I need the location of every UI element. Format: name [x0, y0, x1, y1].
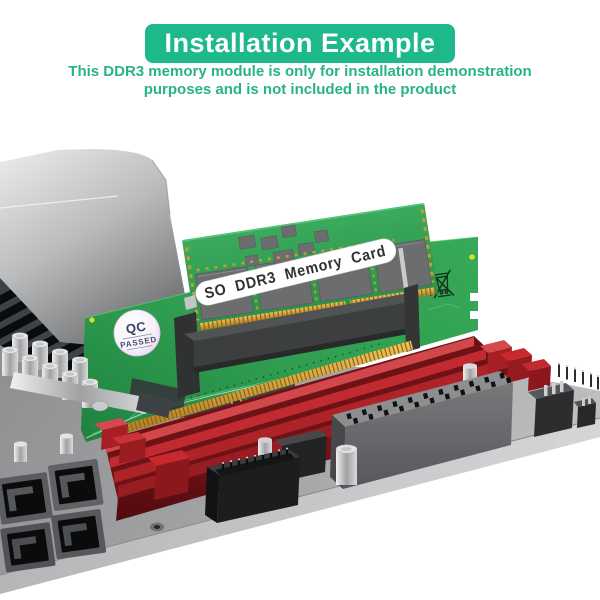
led-dot-left	[89, 317, 95, 323]
atx-pin-hole	[368, 413, 374, 420]
module-latch-right	[398, 247, 409, 291]
atx-pin-hole	[475, 385, 481, 392]
small-capacitors	[14, 433, 73, 462]
aluminum-heatsink-bar	[10, 372, 172, 418]
usb-pin-tip	[245, 456, 249, 459]
usb-pin-tip	[253, 454, 257, 457]
io-shroud	[0, 149, 192, 348]
atx-pin-hole	[407, 396, 414, 404]
atx-pin-hole	[361, 408, 368, 416]
usb-pin-tip	[237, 458, 241, 461]
mounting-hole	[150, 522, 164, 532]
sata-port	[47, 459, 104, 512]
atx-pin-hole	[468, 380, 475, 387]
adapter-gold-edge	[101, 340, 414, 440]
usb-pin	[245, 457, 249, 466]
header-pin-tip	[596, 375, 600, 377]
page-title: Installation Example	[164, 28, 436, 58]
usb-pin	[285, 448, 289, 456]
usb-pin-tip	[277, 449, 281, 452]
gold-pads	[185, 209, 435, 321]
usb-header-pins	[221, 447, 289, 471]
header-pin-tip	[565, 365, 569, 367]
capacitor-vent	[5, 348, 15, 352]
capacitor-vent	[35, 342, 45, 346]
usb-pin-tip	[285, 447, 289, 450]
so-dimm-socket	[174, 284, 420, 398]
atx-pin-hole	[352, 417, 359, 424]
disclaimer-text: This DDR3 memory module is only for inst…	[0, 63, 600, 99]
disclaimer-line1: This DDR3 memory module is only for inst…	[68, 63, 532, 80]
header-pin-tip	[589, 372, 593, 375]
atx-pin-hole	[444, 393, 451, 400]
atx-pin-hole	[383, 409, 389, 416]
qc-sticker-top: QC	[125, 318, 148, 336]
header-pin-tip	[573, 367, 577, 370]
sata-port	[50, 509, 107, 560]
pin-header-row	[557, 362, 600, 390]
header-pin	[558, 364, 560, 377]
atx-power-connector	[330, 371, 513, 489]
sata-ports	[0, 459, 107, 573]
header-pin	[597, 376, 599, 390]
capacitor-vent	[55, 350, 65, 354]
usb-pin	[261, 453, 265, 462]
header-pin-tip	[581, 370, 585, 372]
usb-pin-tip	[261, 452, 265, 455]
atx-pin-hole	[414, 401, 420, 408]
header-pin	[574, 369, 576, 382]
atx-pin-hole	[422, 392, 429, 400]
atx-pin-hole	[484, 376, 490, 383]
usb-pin	[253, 455, 257, 464]
usb-pin	[237, 459, 241, 467]
capacitor-vent	[45, 364, 55, 368]
slot-latches-right	[480, 340, 551, 391]
atx-pin-hole	[398, 405, 405, 412]
atx-pin-hole	[505, 377, 512, 384]
slot-latches-left	[94, 418, 190, 500]
atx-pin-hole	[392, 400, 398, 408]
motherboard-front-edge	[0, 418, 600, 594]
usb-pin-tip	[221, 461, 225, 465]
disclaimer-line2: purposes and is not included in the prod…	[143, 81, 457, 98]
usb-pin	[277, 450, 281, 458]
front-capacitor	[335, 444, 358, 485]
module-latch-left	[184, 295, 197, 310]
usb-pin-tip	[269, 451, 273, 454]
edge-notch-2	[470, 311, 480, 319]
atx-pin-hole	[490, 381, 497, 388]
header-pin	[582, 371, 584, 385]
usb-pin	[269, 452, 273, 460]
capacitor-vent	[25, 356, 35, 360]
usb-pin	[221, 463, 225, 471]
header-pin	[590, 374, 592, 387]
atx-pin-hole	[376, 404, 383, 412]
atx-pin-hole	[438, 388, 444, 396]
usb-pin	[229, 461, 233, 469]
front-panel-header	[528, 381, 574, 437]
small-header	[574, 396, 596, 428]
title-banner: Installation Example	[145, 24, 455, 63]
qc-sticker: QC PASSED	[113, 309, 161, 357]
capacitor-vent	[15, 334, 25, 338]
capacitor-vent	[65, 372, 75, 376]
led-dot-right	[469, 254, 475, 260]
usb-header	[205, 447, 300, 523]
capacitor-body	[2, 350, 18, 376]
usb-pin-tip	[229, 460, 233, 463]
atx-pin-hole	[429, 397, 435, 404]
edge-notch-1	[470, 293, 480, 301]
header-pin	[566, 366, 568, 380]
atx-pin-hole	[499, 372, 505, 379]
atx-pin-holes	[346, 372, 512, 424]
sata-port	[0, 472, 53, 525]
capacitor-vent	[75, 358, 85, 362]
sata-port	[0, 522, 56, 573]
atx-pin-hole	[453, 384, 459, 392]
atx-pin-hole	[346, 413, 352, 420]
atx-pin-hole	[459, 389, 466, 396]
header-pin-tip	[557, 362, 561, 365]
capacitor-vent	[85, 380, 95, 384]
